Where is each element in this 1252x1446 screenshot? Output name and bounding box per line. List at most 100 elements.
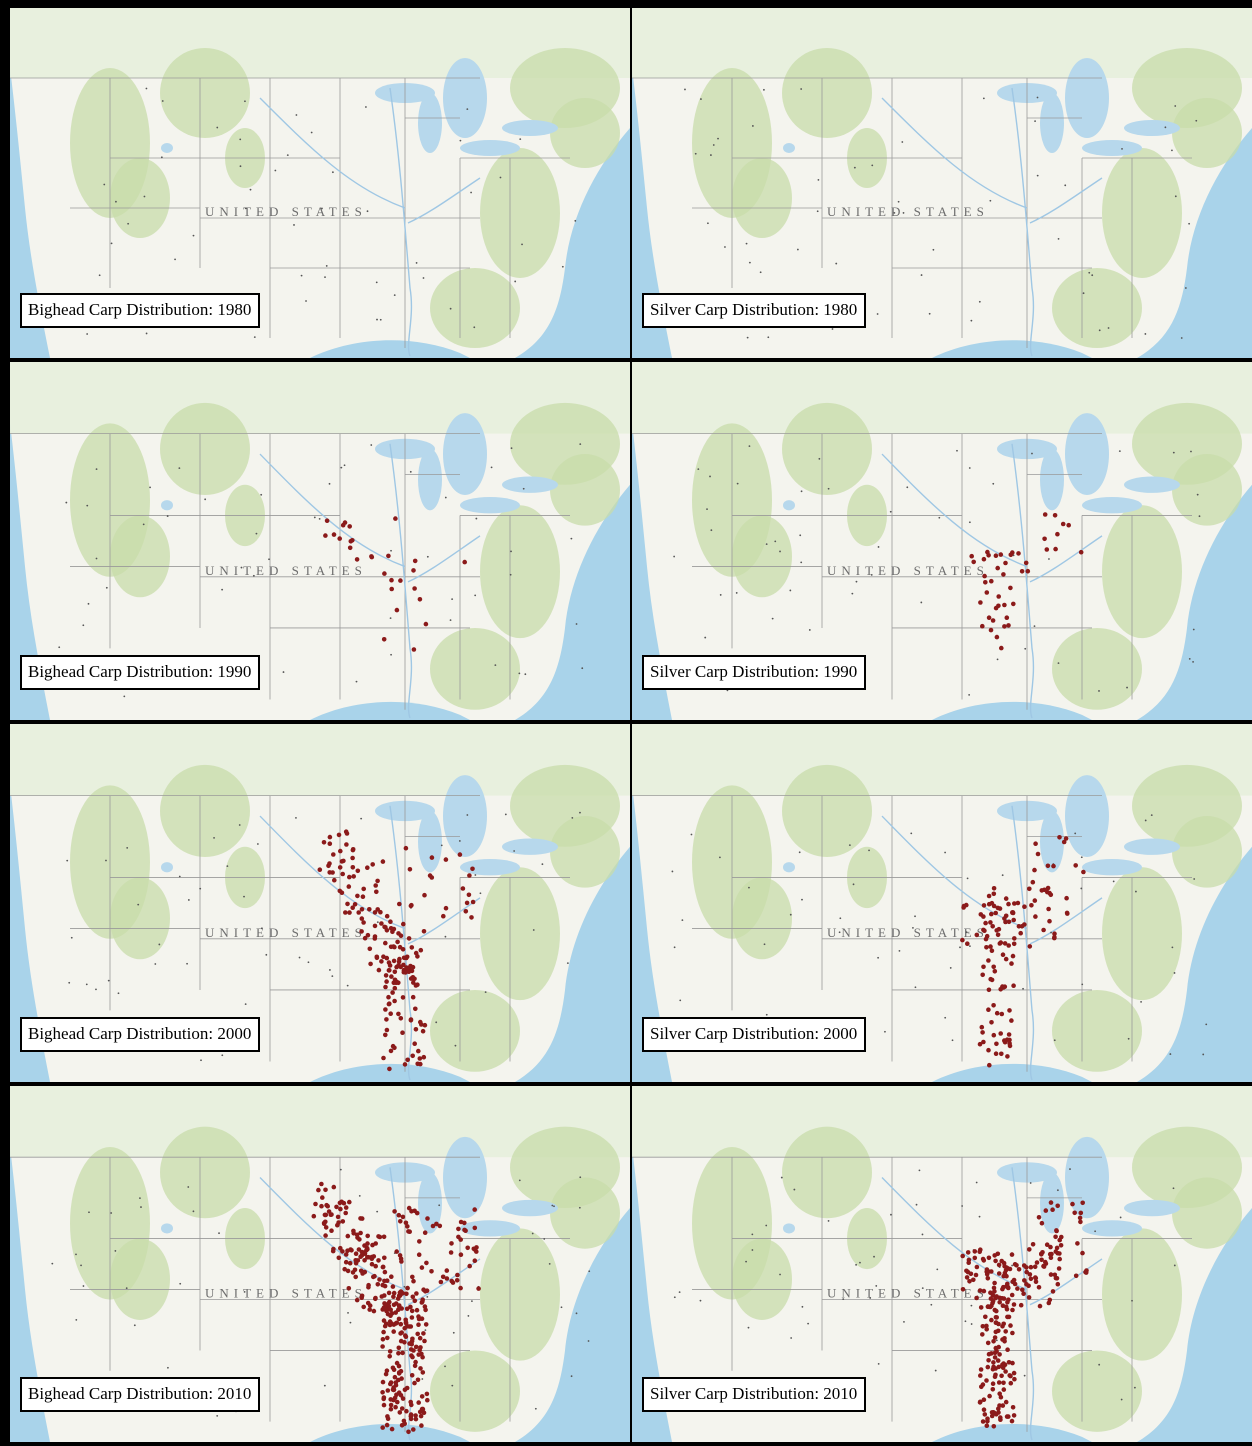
occurrence-point xyxy=(986,1007,991,1012)
occurrence-point xyxy=(1050,1207,1055,1212)
vegetation-area xyxy=(550,816,620,888)
occurrence-point xyxy=(365,932,371,938)
occurrence-point xyxy=(339,1199,344,1205)
occurrence-point xyxy=(1027,886,1032,892)
occurrence-point xyxy=(347,524,353,529)
occurrence-point xyxy=(1080,1200,1085,1206)
occurrence-point xyxy=(402,1062,408,1067)
occurrence-point xyxy=(1048,1272,1054,1277)
occurrence-point xyxy=(990,618,996,623)
occurrence-point xyxy=(980,1256,986,1262)
occurrence-point xyxy=(407,1324,412,1329)
occurrence-point xyxy=(982,573,987,579)
vegetation-area xyxy=(1102,505,1182,639)
occurrence-point xyxy=(349,1248,354,1253)
occurrence-point xyxy=(986,1358,991,1363)
occurrence-point xyxy=(1005,1054,1010,1059)
occurrence-point xyxy=(1028,1276,1034,1282)
occurrence-point xyxy=(1002,602,1007,608)
occurrence-point xyxy=(1048,1244,1053,1250)
occurrence-point xyxy=(444,1276,450,1281)
occurrence-point xyxy=(994,1294,999,1299)
occurrence-point xyxy=(1042,512,1048,517)
occurrence-point xyxy=(396,1363,402,1369)
occurrence-point xyxy=(992,1289,997,1294)
occurrence-point xyxy=(987,1304,993,1310)
occurrence-point xyxy=(1046,906,1051,912)
carp-occurrence-points xyxy=(311,1181,481,1435)
occurrence-point xyxy=(406,936,412,941)
occurrence-point xyxy=(1002,916,1007,921)
occurrence-point xyxy=(396,963,401,968)
occurrence-point xyxy=(422,1338,427,1344)
occurrence-point xyxy=(323,1225,329,1230)
state-borders xyxy=(10,1156,570,1432)
occurrence-point xyxy=(971,1277,976,1283)
vegetation-area xyxy=(430,989,520,1072)
occurrence-point xyxy=(405,1057,411,1063)
occurrence-point xyxy=(385,1414,390,1419)
occurrence-point xyxy=(1054,1276,1060,1281)
us-basemap: UNITED STATES xyxy=(632,1086,1252,1442)
occurrence-point xyxy=(360,894,366,899)
occurrence-point xyxy=(327,870,333,875)
occurrence-point xyxy=(983,920,988,926)
occurrence-point xyxy=(434,1221,439,1227)
occurrence-point xyxy=(417,1239,422,1244)
occurrence-point xyxy=(388,919,393,924)
vegetation-area xyxy=(1102,1228,1182,1361)
us-basemap: UNITED STATES xyxy=(632,8,1252,358)
occurrence-point xyxy=(425,1216,430,1221)
occurrence-point xyxy=(989,1269,994,1274)
occurrence-point xyxy=(989,1020,994,1025)
occurrence-point xyxy=(388,1048,394,1054)
occurrence-point xyxy=(1045,863,1051,869)
map-country-label: UNITED STATES xyxy=(205,925,367,940)
occurrence-point xyxy=(337,536,343,541)
occurrence-point xyxy=(410,994,416,1000)
occurrence-point xyxy=(367,946,373,952)
occurrence-point xyxy=(966,1260,971,1265)
occurrence-point xyxy=(1011,601,1016,607)
occurrence-point xyxy=(403,1320,409,1326)
great-lake xyxy=(1040,448,1064,511)
occurrence-point xyxy=(965,1250,971,1255)
carp-occurrence-points xyxy=(317,829,476,1072)
occurrence-point xyxy=(400,995,406,1000)
occurrence-point xyxy=(354,1297,360,1303)
occurrence-point xyxy=(380,1379,386,1385)
rivers xyxy=(881,1167,1103,1441)
occurrence-point xyxy=(348,539,354,544)
occurrence-point xyxy=(404,1291,409,1297)
occurrence-point xyxy=(319,1181,324,1187)
vegetation-area xyxy=(110,877,170,960)
vegetation-area xyxy=(160,1126,250,1219)
occurrence-point xyxy=(984,1323,989,1329)
occurrence-point xyxy=(362,1269,367,1275)
occurrence-point xyxy=(389,586,395,592)
occurrence-point xyxy=(464,900,470,906)
occurrence-point xyxy=(984,945,989,950)
occurrence-point xyxy=(1000,952,1006,957)
occurrence-point xyxy=(377,1277,382,1282)
occurrence-point xyxy=(1050,1289,1056,1294)
occurrence-point xyxy=(345,1233,351,1239)
occurrence-point xyxy=(387,1066,392,1072)
occurrence-point xyxy=(334,1204,339,1210)
vegetation-area xyxy=(732,877,792,960)
occurrence-point xyxy=(351,874,357,879)
occurrence-point xyxy=(454,1278,460,1283)
occurrence-point xyxy=(472,1258,478,1263)
occurrence-point xyxy=(989,948,995,953)
occurrence-point xyxy=(1008,1380,1014,1386)
occurrence-point xyxy=(1004,1414,1010,1419)
occurrence-point xyxy=(1053,1234,1058,1240)
occurrence-point xyxy=(1055,1250,1060,1256)
occurrence-point xyxy=(410,1274,415,1280)
city-markers xyxy=(684,88,1198,339)
great-lake xyxy=(460,1220,520,1237)
occurrence-point xyxy=(387,1322,393,1328)
occurrence-point xyxy=(989,900,995,906)
occurrence-point xyxy=(337,865,343,870)
occurrence-point xyxy=(1009,1018,1014,1023)
